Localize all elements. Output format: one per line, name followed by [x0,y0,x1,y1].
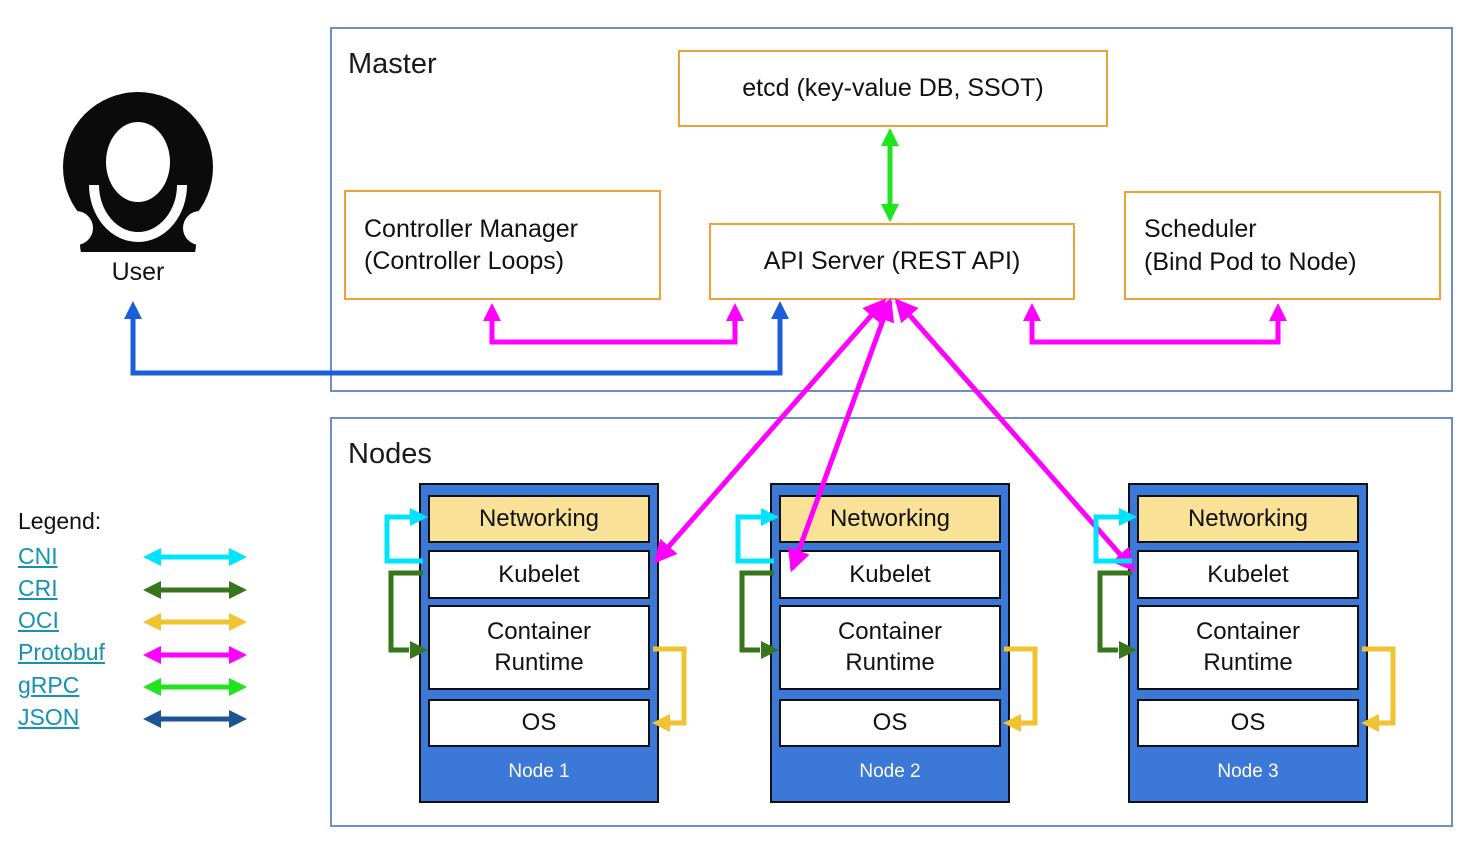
nodes-title: Nodes [348,438,432,470]
node-1-os-layer: OS [428,699,650,747]
node-3-runtime-layer: Container Runtime [1137,605,1359,690]
controller-manager-box: Controller Manager (Controller Loops) [344,190,661,300]
etcd-box: etcd (key-value DB, SSOT) [678,50,1108,127]
node-1-runtime-label: Container Runtime [486,617,592,676]
legend-item-cni[interactable]: CNI [18,543,58,569]
legend-item-oci[interactable]: OCI [18,607,59,633]
node-1: Networking Kubelet Container Runtime OS … [419,483,659,803]
scheduler-box: Scheduler (Bind Pod to Node) [1124,191,1441,300]
scheduler-line2: (Bind Pod to Node) [1144,247,1357,276]
node-2: Networking Kubelet Container Runtime OS … [770,483,1010,803]
node-2-runtime-layer: Container Runtime [779,605,1001,690]
node-2-kubelet-layer: Kubelet [779,550,1001,599]
node-1-kubelet-layer: Kubelet [428,550,650,599]
legend-item-json[interactable]: JSON [18,704,80,730]
node-3: Networking Kubelet Container Runtime OS … [1128,483,1368,803]
node-2-os-layer: OS [779,699,1001,747]
controller-manager-line1: Controller Manager [364,214,578,243]
user-icon [58,92,218,290]
node-1-label: Node 1 [508,761,570,782]
legend-arrow-grpc [143,678,247,696]
node-2-runtime-label: Container Runtime [837,617,943,676]
legend-item-cri[interactable]: CRI [18,575,58,601]
api-server-box: API Server (REST API) [709,223,1075,300]
node-2-label: Node 2 [859,761,921,782]
legend-arrow-protobuf [143,646,247,664]
node-1-networking-layer: Networking [428,495,650,543]
scheduler-line1: Scheduler [1144,215,1257,243]
master-title: Master [348,48,437,80]
legend-arrow-json [143,710,247,728]
legend-title: Legend: [18,508,102,534]
user-label: User [111,258,165,286]
controller-manager-line2: (Controller Loops) [364,247,565,275]
legend-item-protobuf[interactable]: Protobuf [18,639,105,665]
node-3-label: Node 3 [1217,761,1279,782]
legend-arrow-cni [143,548,247,566]
node-1-runtime-layer: Container Runtime [428,605,650,690]
legend-arrow-oci [143,613,247,631]
legend-item-grpc[interactable]: gRPC [18,672,80,698]
legend-arrow-cri [143,581,247,599]
node-3-networking-layer: Networking [1137,495,1359,543]
node-2-networking-layer: Networking [779,495,1001,543]
node-3-os-layer: OS [1137,699,1359,747]
node-3-kubelet-layer: Kubelet [1137,550,1359,599]
node-3-runtime-label: Container Runtime [1195,617,1301,676]
